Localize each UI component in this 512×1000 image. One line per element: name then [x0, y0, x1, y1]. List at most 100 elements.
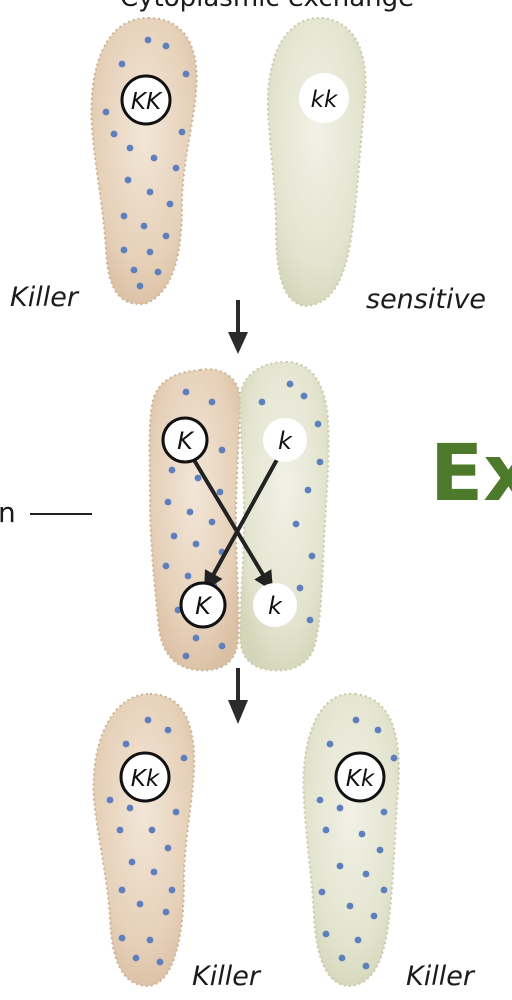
particle-dot	[293, 521, 300, 528]
particle-dot	[111, 131, 118, 138]
particle-dot	[219, 447, 226, 454]
particle-dot	[323, 931, 330, 938]
genotype-top-right: kk	[311, 87, 339, 113]
particle-dot	[163, 563, 170, 570]
particle-dot	[103, 109, 110, 116]
genotype-bottom-right: Kk	[346, 766, 376, 792]
particle-dot	[337, 863, 344, 870]
genotype-top-left: KK	[131, 89, 163, 115]
particle-dot	[301, 393, 308, 400]
particle-dot	[377, 847, 384, 854]
particle-dot	[125, 177, 132, 184]
particle-dot	[121, 247, 128, 254]
side-label-partial: n	[0, 496, 16, 529]
cell-bottom-left: Kk	[93, 694, 194, 986]
particle-dot	[187, 509, 194, 516]
cell-top-right: kk	[268, 18, 366, 306]
particle-dot	[167, 201, 174, 208]
particle-dot	[163, 909, 170, 916]
particle-dot	[375, 727, 382, 734]
particle-dot	[185, 573, 192, 580]
particle-dot	[315, 421, 322, 428]
particle-dot	[381, 809, 388, 816]
particle-dot	[317, 459, 324, 466]
particle-dot	[137, 283, 144, 290]
particle-dot	[371, 913, 378, 920]
particle-dot	[147, 189, 154, 196]
particle-dot	[297, 585, 304, 592]
cell-bottom-right: Kk	[303, 694, 398, 986]
particle-dot	[163, 233, 170, 240]
particle-dot	[217, 489, 224, 496]
particle-dot	[171, 533, 178, 540]
genotype-middle-left-top: K	[177, 427, 195, 455]
particle-dot	[165, 727, 172, 734]
particle-dot	[107, 797, 114, 804]
particle-dot	[133, 955, 140, 962]
genotype-middle-right-bottom: k	[268, 592, 283, 620]
particle-dot	[347, 903, 354, 910]
particle-dot	[149, 827, 156, 834]
heading-partial: Cytoplasmic exchange	[120, 0, 414, 13]
particle-dot	[123, 741, 130, 748]
down-arrow-icon	[228, 300, 248, 354]
particle-dot	[165, 845, 172, 852]
particle-dot	[307, 617, 314, 624]
big-text-partial: Ex	[430, 429, 512, 519]
particle-dot	[391, 755, 398, 762]
particle-dot	[259, 399, 266, 406]
particle-dot	[173, 165, 180, 172]
particle-dot	[363, 871, 370, 878]
phenotype-top-left: Killer	[10, 282, 80, 313]
genotype-middle-right-top: k	[278, 427, 293, 455]
particle-dot	[141, 223, 148, 230]
particle-dot	[323, 827, 330, 834]
particle-dot	[309, 553, 316, 560]
particle-dot	[137, 901, 144, 908]
genotype-bottom-left: Kk	[131, 766, 161, 792]
particle-dot	[117, 827, 124, 834]
particle-dot	[179, 129, 186, 136]
particle-dot	[319, 889, 326, 896]
phenotype-top-right: sensitive	[366, 284, 486, 315]
particle-dot	[157, 959, 164, 966]
phenotype-bottom-left: Killer	[192, 961, 262, 992]
particle-dot	[129, 859, 136, 866]
particle-dot	[353, 717, 360, 724]
phenotype-bottom-right: Killer	[406, 961, 476, 992]
particle-dot	[193, 635, 200, 642]
particle-dot	[381, 887, 388, 894]
particle-dot	[151, 869, 158, 876]
particle-dot	[173, 809, 180, 816]
genotype-middle-left-bottom: K	[195, 592, 213, 620]
particle-dot	[121, 213, 128, 220]
particle-dot	[193, 541, 200, 548]
particle-dot	[355, 937, 362, 944]
particle-dot	[337, 805, 344, 812]
particle-dot	[119, 61, 126, 68]
particle-dot	[119, 887, 126, 894]
particle-dot	[127, 145, 134, 152]
particle-dot	[339, 955, 346, 962]
particle-dot	[145, 37, 152, 44]
particle-dot	[305, 487, 312, 494]
particle-dot	[287, 381, 294, 388]
middle-stage: K k K k	[150, 362, 329, 670]
particle-dot	[131, 267, 138, 274]
particle-dot	[163, 43, 170, 50]
particle-dot	[145, 717, 152, 724]
particle-dot	[195, 475, 202, 482]
particle-dot	[119, 935, 126, 942]
particle-dot	[359, 831, 366, 838]
particle-dot	[183, 389, 190, 396]
down-arrow-icon	[228, 668, 248, 724]
particle-dot	[183, 71, 190, 78]
particle-dot	[169, 887, 176, 894]
bottom-stage: Kk Kk Killer Killer	[93, 694, 475, 992]
particle-dot	[327, 741, 334, 748]
cell-top-left: KK	[91, 18, 196, 304]
particle-dot	[181, 755, 188, 762]
particle-dot	[147, 937, 154, 944]
particle-dot	[317, 797, 324, 804]
